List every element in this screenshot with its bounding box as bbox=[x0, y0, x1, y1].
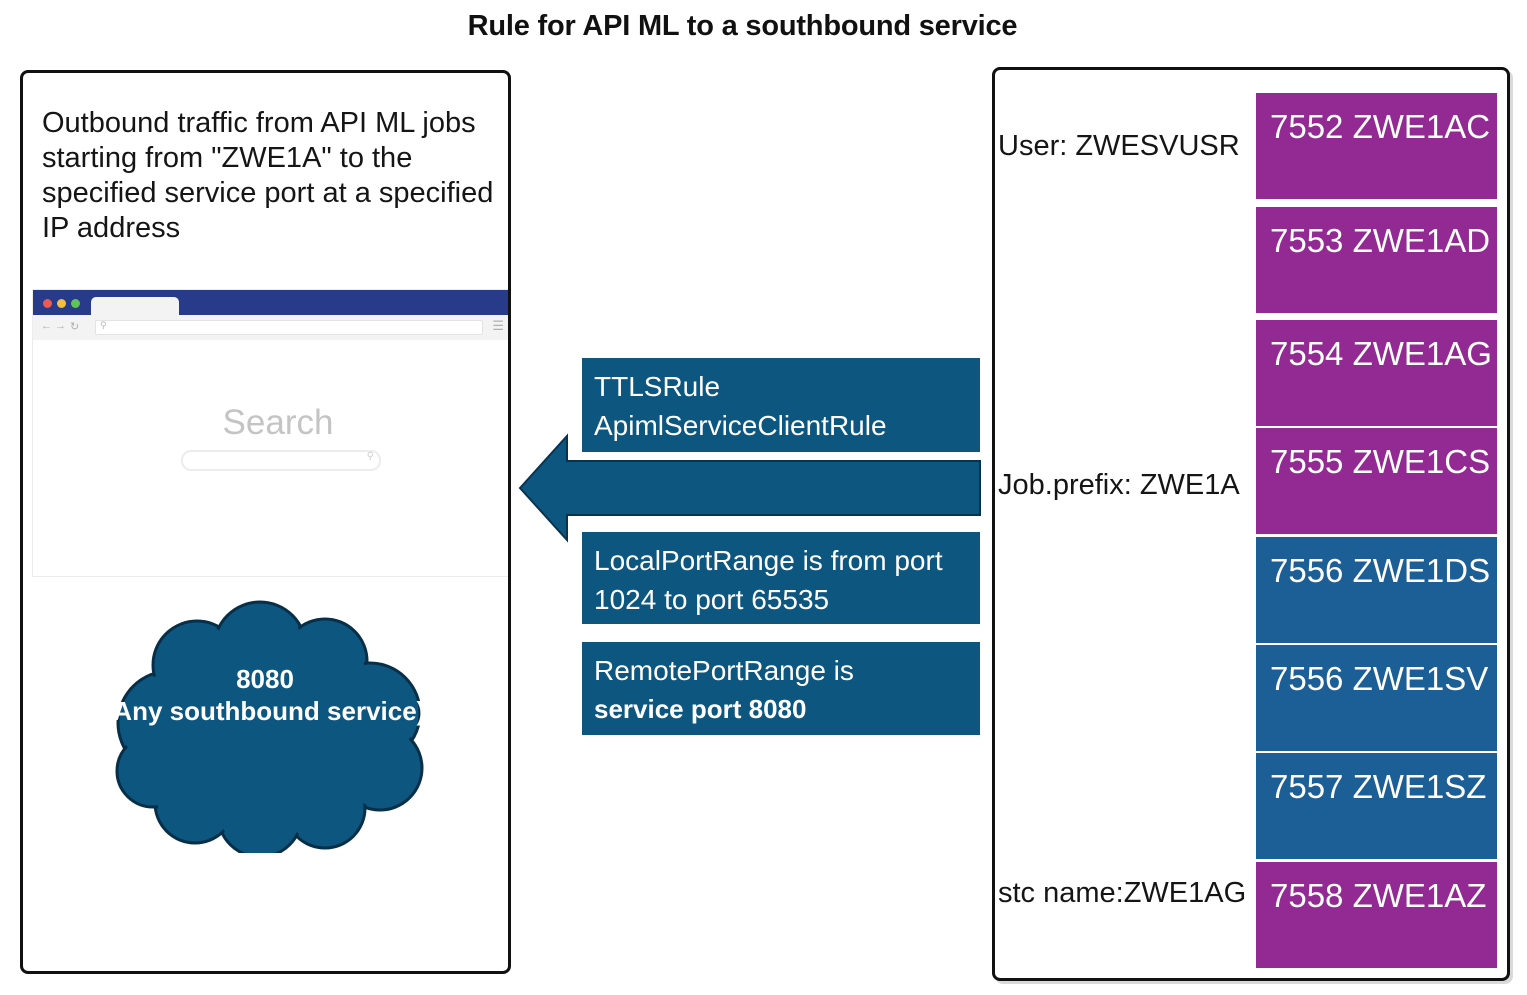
job-cell: 7556 ZWE1DS bbox=[1256, 537, 1497, 643]
job-cell: 7552 ZWE1AC bbox=[1256, 93, 1497, 199]
address-bar: ⚲ bbox=[95, 320, 483, 335]
job-cell: 7554 ZWE1AG bbox=[1256, 320, 1497, 426]
browser-titlebar bbox=[33, 290, 508, 315]
ttls-rule-line2: ApimlServiceClientRule bbox=[594, 410, 887, 441]
search-box: ⚲ bbox=[181, 450, 381, 471]
menu-icon: ☰ bbox=[492, 318, 504, 333]
local-port-line1: LocalPortRange is from port bbox=[594, 545, 943, 576]
local-port-range-box: LocalPortRange is from port 1024 to port… bbox=[582, 532, 980, 624]
local-port-line2: 1024 to port 65535 bbox=[594, 584, 830, 615]
reload-icon: ↻ bbox=[70, 321, 80, 333]
cloud-service-label: (Any southbound service) bbox=[104, 696, 426, 726]
user-label: User: ZWESVUSR bbox=[998, 130, 1240, 162]
address-search-icon: ⚲ bbox=[100, 320, 107, 330]
minimize-dot-icon bbox=[57, 299, 66, 308]
outbound-traffic-description: Outbound traffic from API ML jobs starti… bbox=[42, 107, 494, 244]
browser-toolbar: ← → ↻ ⚲ ☰ bbox=[33, 315, 508, 340]
remote-port-line1: RemotePortRange is bbox=[594, 655, 854, 686]
remote-port-range-box: RemotePortRange is service port 8080 bbox=[582, 642, 980, 735]
southbound-service-cloud bbox=[115, 600, 424, 853]
search-label: Search bbox=[222, 403, 334, 442]
back-arrow-icon: ← bbox=[41, 320, 52, 332]
ttls-rule-box: TTLSRule ApimlServiceClientRule bbox=[582, 358, 980, 452]
left-arrow-icon bbox=[518, 433, 981, 543]
cloud-port: 8080 bbox=[236, 664, 294, 694]
job-cell: 7556 ZWE1SV bbox=[1256, 645, 1497, 751]
job-cell: 7557 ZWE1SZ bbox=[1256, 753, 1497, 859]
job-cell: 7558 ZWE1AZ bbox=[1256, 862, 1497, 968]
job-cell: 7555 ZWE1CS bbox=[1256, 428, 1497, 534]
forward-arrow-icon: → bbox=[55, 320, 66, 332]
cloud-label: 8080 (Any southbound service) bbox=[85, 663, 445, 727]
ttls-rule-line1: TTLSRule bbox=[594, 371, 721, 402]
maximize-dot-icon bbox=[71, 299, 80, 308]
remote-port-line2: service port 8080 bbox=[594, 694, 807, 724]
diagram-title: Rule for API ML to a southbound service bbox=[467, 10, 1018, 42]
left-panel: Outbound traffic from API ML jobs starti… bbox=[20, 70, 511, 974]
search-icon: ⚲ bbox=[366, 451, 374, 462]
browser-window-illustration: ← → ↻ ⚲ ☰ Search ⚲ bbox=[32, 289, 508, 577]
browser-tab bbox=[91, 297, 179, 315]
close-dot-icon bbox=[43, 299, 52, 308]
stc-name-label: stc name:ZWE1AG bbox=[998, 877, 1247, 909]
job-prefix-label: Job.prefix: ZWE1A bbox=[998, 469, 1240, 501]
job-cell: 7553 ZWE1AD bbox=[1256, 207, 1497, 313]
